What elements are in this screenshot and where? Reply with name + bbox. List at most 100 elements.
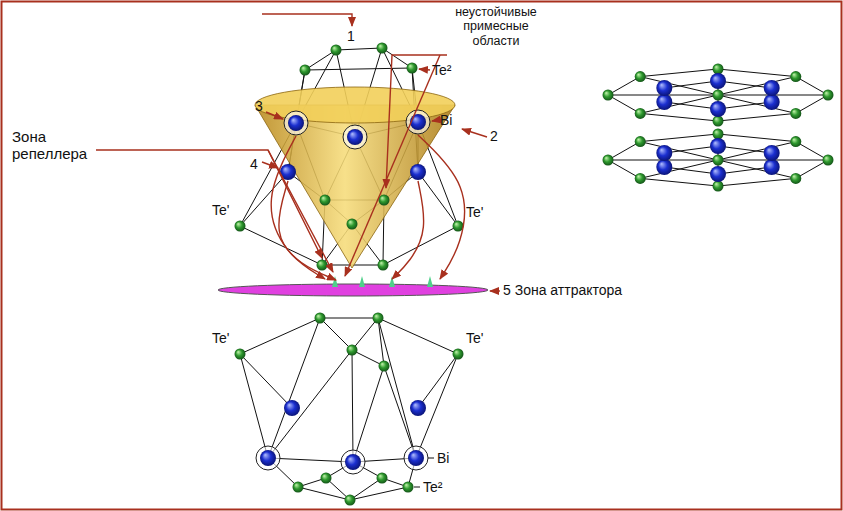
bi-atom: [410, 400, 426, 416]
callout-number: 3: [255, 98, 263, 114]
bi-atom: [710, 73, 726, 89]
upper-cluster: [235, 43, 464, 271]
bi-atom: [347, 129, 363, 145]
te-atom: [235, 221, 246, 232]
bond-line: [240, 318, 320, 354]
bond-line: [608, 77, 640, 95]
bi-atom: [764, 80, 780, 96]
bond-line: [320, 318, 352, 350]
leader-arrow: [345, 55, 440, 276]
te-atom: [790, 173, 801, 184]
leader-arrow: [279, 181, 336, 280]
te-atom: [347, 345, 358, 356]
right-layer-top: [603, 64, 834, 127]
bond-line: [240, 172, 288, 226]
atom-ring: [343, 125, 367, 149]
te-atom: [635, 108, 646, 119]
attractor-plate: [218, 284, 488, 296]
leader-arrow: [462, 129, 487, 137]
bi-atom: [345, 454, 361, 470]
spike: [427, 276, 433, 287]
te-atom: [603, 155, 614, 166]
bond-line: [664, 146, 718, 153]
bi-atom: [656, 159, 672, 175]
bond-line: [796, 142, 828, 160]
bond-line: [718, 160, 796, 178]
leader-arrow: [392, 181, 424, 279]
bond-line: [378, 318, 458, 354]
atom-rings: [256, 446, 428, 474]
bi-atom: [260, 450, 276, 466]
callout-number: 1: [347, 28, 355, 44]
atoms: [235, 43, 464, 271]
tick-line: [414, 487, 420, 488]
zone-label: Зона репеллера: [12, 128, 94, 163]
te-atom: [321, 473, 332, 484]
bi-atom: [764, 159, 780, 175]
te-atom: [403, 482, 414, 493]
bond-line: [305, 50, 336, 70]
te-atom: [713, 181, 724, 192]
bi-atom: [408, 450, 424, 466]
zone-label: 5 Зона аттрактора: [503, 282, 622, 298]
bond-lines: [608, 134, 828, 186]
bond-line: [268, 318, 320, 458]
leader-arrow: [266, 112, 283, 119]
bond-line: [718, 134, 796, 142]
bond-lines: [240, 318, 458, 500]
te-atom: [317, 260, 328, 271]
bond-line: [796, 95, 828, 113]
tick-line: [428, 458, 434, 459]
bond-line: [336, 48, 382, 50]
atom-ring: [256, 446, 280, 470]
te-atom: [635, 173, 646, 184]
atom-label: Te': [466, 330, 483, 346]
bond-line: [718, 178, 796, 186]
bi-atom: [410, 114, 426, 130]
bond-line: [640, 69, 718, 77]
bond-line: [718, 95, 796, 113]
bi-atom: [764, 94, 780, 110]
bond-line: [350, 478, 382, 500]
te-atom: [293, 482, 304, 493]
bond-line: [352, 350, 353, 462]
bond-line: [268, 458, 353, 462]
te-atom: [320, 195, 331, 206]
bi-atom: [710, 138, 726, 154]
te-atom: [315, 313, 326, 324]
bond-line: [664, 167, 718, 174]
atoms: [235, 313, 464, 506]
atom-ring: [341, 450, 365, 474]
callout-number: 2: [490, 128, 498, 144]
atom-label: Bi: [437, 450, 449, 466]
note-label: неустойчивые примесные области: [448, 5, 544, 48]
atom-label: Te': [212, 330, 229, 346]
te-atom: [378, 260, 389, 271]
bond-lines: [608, 69, 828, 121]
bi-atom: [288, 115, 304, 131]
atoms: [603, 129, 834, 192]
bi-atom: [410, 164, 426, 180]
bond-line: [664, 102, 718, 109]
bond-line: [608, 160, 640, 178]
atom-ring: [284, 111, 308, 135]
leader-arrow: [419, 69, 430, 70]
te-atom: [790, 136, 801, 147]
bi-atom: [656, 145, 672, 161]
bond-line: [640, 113, 718, 121]
bond-line: [320, 318, 378, 319]
te-atom: [347, 219, 358, 230]
bi-atom: [764, 145, 780, 161]
bond-line: [718, 142, 796, 160]
atoms: [603, 64, 834, 127]
leader-arrow: [96, 150, 322, 258]
bond-line: [640, 134, 718, 142]
te-atom: [235, 349, 246, 360]
right-layer-bottom: [603, 129, 834, 192]
bi-atom: [284, 400, 300, 416]
bond-line: [718, 77, 796, 95]
callout-number: 4: [250, 156, 258, 172]
spike: [359, 276, 365, 287]
bond-line: [640, 178, 718, 186]
